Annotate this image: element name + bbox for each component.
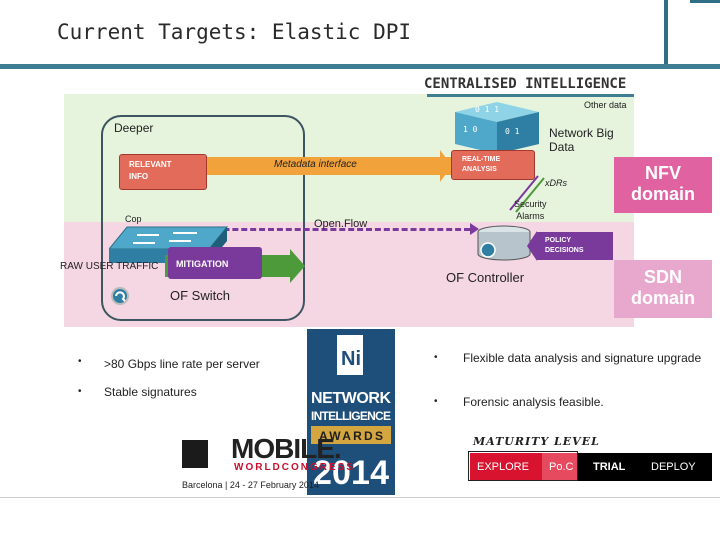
other-data-label: Other data [584,100,627,110]
nfv-line1: NFV [645,163,681,183]
bullet-marker: • [78,386,82,397]
sdn-line1: SDN [643,267,682,287]
user-traffic-arrow-head [290,249,305,283]
real-time-analysis-box: REAL-TIME ANALYSIS [451,150,535,180]
security-alarms-label: Security Alarms [514,198,547,222]
mwc-brand: MOBILE. [231,433,342,464]
mwc-subtitle: WORLDCONGRESS [234,462,355,473]
policy-decisions-box: POLICY DECISIONS [537,232,613,260]
big-data-cube-icon: 1 0 0 1 0 1 1 [455,102,539,154]
maturity-step-poc: Po.C [549,461,574,473]
award-year: 2014 [313,454,389,492]
maturity-current-bracket [468,451,578,481]
title-underline [0,64,720,69]
bullet-marker: • [434,352,438,363]
relevant-info-box: RELEVANT INFO [119,154,207,190]
nfv-domain-badge: NFV domain [614,157,712,213]
bullet-marker: • [78,356,82,367]
mwc-location: Barcelona | 24 - 27 February 2014 [182,480,319,490]
bullet-forensic-analysis: Forensic analysis feasible. [463,395,604,409]
policy-line2: DECISIONS [545,247,584,254]
header-divider [664,0,668,64]
sdn-domain-badge: SDN domain [614,260,712,318]
policy-arrow-head [527,231,537,261]
metadata-arrow-head [440,150,452,182]
network-intelligence-awards-logo: Ni NETWORK INTELLIGENCE AWARDS 2014 [307,329,395,495]
dpi-probe-icon [111,287,129,305]
openflow-dashed-line [170,228,470,231]
centralised-intelligence-label: CENTRALISED INTELLIGENCE [424,76,627,92]
bullet-line-rate: >80 Gbps line rate per server [104,357,260,371]
real-time-line1: REAL-TIME [462,156,501,163]
maturity-step-deploy: DEPLOY [651,461,696,473]
relevant-info-line2: INFO [129,172,149,181]
svg-text:0 1: 0 1 [505,127,520,136]
network-big-data-line1: Network Big [549,126,614,140]
mwc-gsma-logo-icon [182,440,208,468]
network-big-data-line2: Data [549,140,575,154]
bullet-flexible-analysis: Flexible data analysis and signature upg… [463,351,702,365]
openflow-arrow-head [470,223,479,235]
maturity-poc-segment [542,453,578,481]
of-controller-label: OF Controller [446,270,525,285]
award-badge-text: Ni [341,348,361,370]
footer-divider [0,497,720,498]
deeper-label: Deeper [114,121,154,135]
relevant-info-line1: RELEVANT [129,160,172,169]
header-corner-line [690,0,720,3]
network-big-data-label: Network Big Data [549,126,614,154]
svg-text:0 1 1: 0 1 1 [475,105,499,114]
xdrs-label: xDRs [545,178,567,188]
bullet-stable-signatures: Stable signatures [104,385,197,399]
of-switch-label: OF Switch [170,288,230,303]
metadata-interface-label: Metadata interface [274,159,357,170]
data-flow-arrows [509,175,545,213]
security-line1: Security [514,199,547,209]
security-line2: Alarms [516,211,545,221]
copy-label: Cop [125,214,142,224]
openflow-label: Open.Flow [314,218,368,230]
raw-user-traffic-label: RAW USER TRAFFIC [60,261,159,272]
sdn-line2: domain [630,288,695,308]
maturity-step-trial: TRIAL [593,461,626,473]
centralised-intelligence-band [427,94,634,97]
nfv-line2: domain [630,184,695,204]
slide-title: Current Targets: Elastic DPI [57,20,412,44]
of-controller-server-icon [477,225,531,261]
maturity-step-explore: EXPLORE [477,461,529,473]
mitigation-box: MITIGATION [168,247,262,279]
award-line2: INTELLIGENCE [311,409,391,423]
real-time-line2: ANALYSIS [462,166,497,173]
bullet-marker: • [434,396,438,407]
award-line1: NETWORK [311,390,391,407]
svg-text:1 0: 1 0 [463,125,478,134]
maturity-level-label: MATURITY LEVEL [473,435,600,448]
deeper-container [101,115,305,321]
metadata-interface-arrow [205,157,455,175]
policy-line1: POLICY [545,237,572,244]
